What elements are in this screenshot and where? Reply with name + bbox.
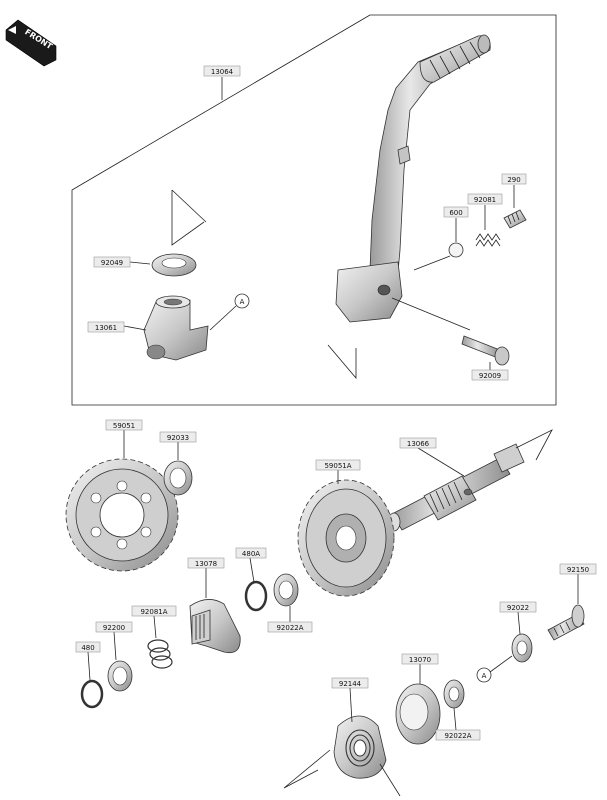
reference-a-bottom: A: [476, 667, 492, 683]
label-13061: 13061: [87, 321, 125, 333]
svg-text:13061: 13061: [95, 324, 117, 332]
svg-text:92022A: 92022A: [444, 732, 471, 740]
label-92022: 92022: [499, 601, 537, 613]
svg-text:92033: 92033: [167, 434, 189, 442]
svg-text:92022A: 92022A: [276, 624, 303, 632]
washer-92022: [511, 633, 533, 663]
svg-text:92009: 92009: [479, 372, 501, 380]
svg-text:92081: 92081: [474, 196, 496, 204]
svg-text:92144: 92144: [339, 680, 362, 688]
leader-pedal-bolt: [391, 297, 471, 331]
washer-92033: [163, 460, 193, 496]
label-92081: 92081: [467, 193, 503, 205]
svg-text:92150: 92150: [567, 566, 589, 574]
ratchet-spring: [147, 639, 173, 669]
label-600: 600: [443, 206, 469, 218]
label-92009: 92009: [471, 369, 509, 381]
svg-text:600: 600: [449, 209, 462, 217]
svg-text:92081A: 92081A: [140, 608, 167, 616]
label-92150: 92150: [559, 563, 597, 575]
kick-shaft-boss: [143, 295, 209, 361]
svg-text:92022: 92022: [507, 604, 529, 612]
kick-idle-gear: [65, 458, 179, 572]
label-92033: 92033: [159, 431, 197, 443]
kick-pedal-arm: [335, 34, 491, 323]
label-290: 290: [501, 173, 527, 185]
label-480: 480: [75, 641, 101, 653]
label-13078: 13078: [187, 557, 225, 569]
detent-pin: [503, 209, 527, 229]
kick-guide: [395, 683, 441, 745]
bolt-92150: [547, 604, 585, 641]
kick-gear: [297, 479, 395, 597]
label-92081a: 92081A: [131, 605, 177, 617]
kick-pedal-grip: [419, 34, 491, 83]
washer-92022a-lower: [443, 679, 465, 709]
label-13064: 13064: [203, 65, 241, 77]
label-59051a: 59051A: [315, 459, 361, 471]
guide-line-spring: [283, 749, 331, 789]
label-92144: 92144: [331, 677, 369, 689]
guide-line-shaft: [515, 429, 553, 461]
kick-spring: [333, 715, 387, 779]
svg-text:13066: 13066: [407, 440, 430, 448]
svg-text:92200: 92200: [103, 624, 125, 632]
reference-a-top: A: [234, 293, 250, 309]
kick-ratchet: [189, 599, 241, 654]
svg-text:13070: 13070: [409, 656, 431, 664]
label-92022a-lower: 92022A: [435, 729, 481, 741]
label-92200: 92200: [95, 621, 133, 633]
washer-92200: [107, 660, 133, 692]
circlip-480a: [244, 580, 268, 612]
steel-ball: [448, 242, 464, 258]
pedal-bolt: [461, 335, 510, 366]
guide-line-pedal: [327, 344, 357, 380]
svg-text:480: 480: [81, 644, 94, 652]
guide-line-seal: [171, 190, 205, 246]
svg-text:480A: 480A: [242, 550, 260, 558]
label-13070: 13070: [401, 653, 439, 665]
svg-text:13064: 13064: [211, 68, 234, 76]
svg-text:290: 290: [507, 176, 520, 184]
svg-text:13078: 13078: [195, 560, 217, 568]
washer-92022a-upper: [273, 573, 299, 607]
leader-600: [413, 255, 451, 271]
oil-seal: [151, 253, 197, 277]
svg-text:A: A: [482, 672, 487, 680]
assembly-outline: [71, 14, 557, 406]
svg-text:59051A: 59051A: [324, 462, 351, 470]
label-92022a-upper: 92022A: [267, 621, 313, 633]
detent-spring: [475, 233, 501, 247]
label-59051: 59051: [105, 419, 143, 431]
label-92049: 92049: [93, 256, 131, 268]
label-13066: 13066: [399, 437, 437, 449]
svg-text:59051: 59051: [113, 422, 135, 430]
circlip-480: [80, 679, 104, 709]
label-480a: 480A: [235, 547, 267, 559]
svg-text:A: A: [240, 298, 245, 306]
kick-shaft: [387, 443, 525, 532]
svg-text:92049: 92049: [101, 259, 123, 267]
front-direction-icon: FRONT: [5, 19, 57, 67]
